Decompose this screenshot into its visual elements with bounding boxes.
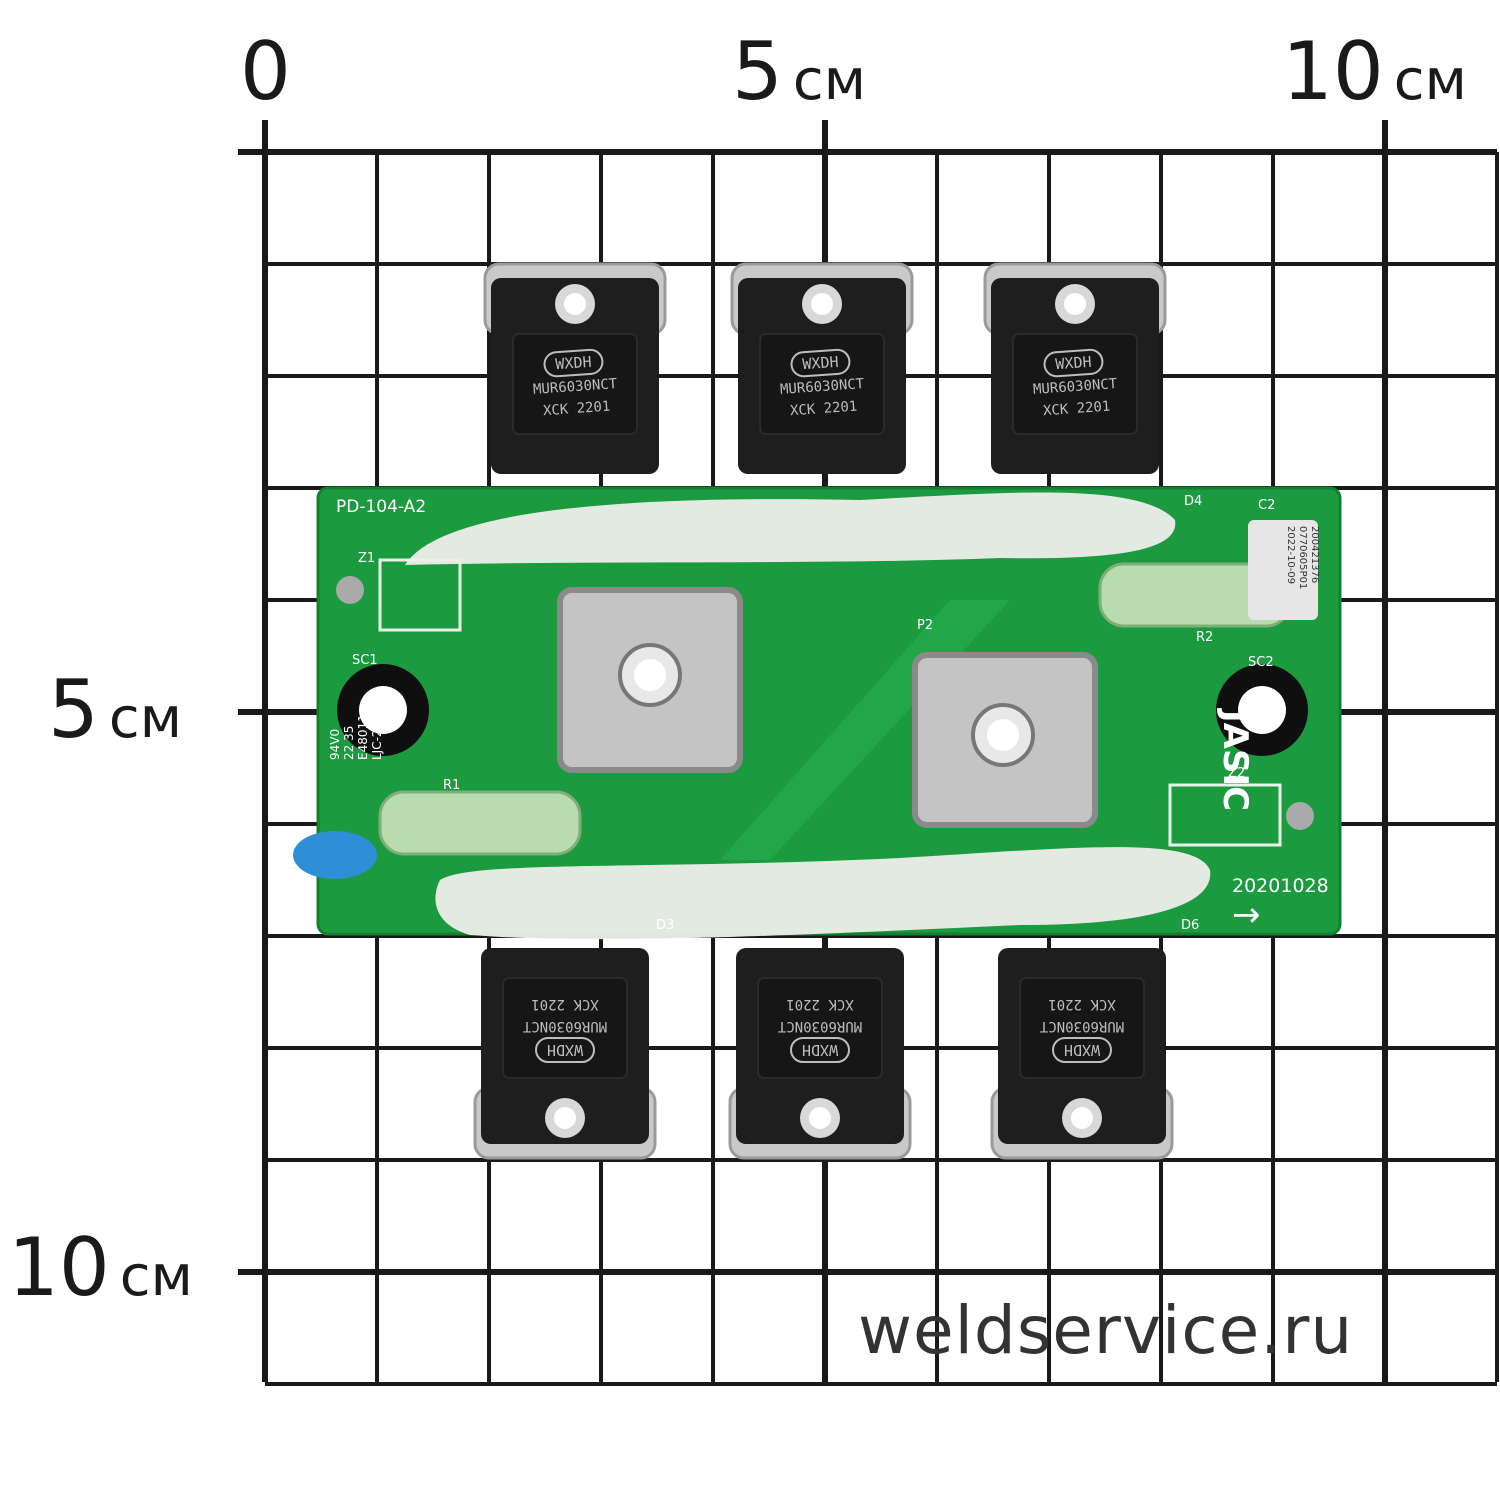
diode-part-number: MUR6030NCT [522, 1018, 608, 1034]
silk-d3: D3 [656, 918, 675, 933]
ruler-top-0: 0 [240, 32, 301, 112]
silk-d6: D6 [1181, 918, 1200, 933]
pcb-board [293, 486, 1342, 940]
ruler-unit: см [1393, 48, 1467, 113]
silk-z1: Z1 [358, 551, 376, 566]
ul-marking: 94V0 22 35 E48011 LJC-2 [328, 714, 384, 760]
diode-label-area [502, 977, 628, 1079]
diode-package [730, 262, 914, 474]
diode-label-area [512, 333, 638, 435]
diodes-bottom-row [473, 948, 1174, 1160]
diode-marking: WXDH MUR6030NCT XCK 2201 [503, 993, 627, 1063]
diode-label-area [1019, 977, 1145, 1079]
silk-sc1: SC1 [352, 653, 378, 668]
silk-d4: D4 [1184, 494, 1203, 509]
sticker-label: 200421376 0770605P01 2022-10-09 [1284, 526, 1320, 589]
brand-logo-text: JASIC [1215, 710, 1255, 812]
diode-hole [554, 1107, 576, 1129]
diode-package [990, 948, 1174, 1160]
ul-line-3: E48011 [356, 714, 370, 760]
diode-marking: WXDH MUR6030NCT XCK 2201 [1020, 993, 1144, 1063]
ruler-unit: см [108, 686, 182, 751]
diode-part-number: MUR6030NCT [777, 1018, 863, 1034]
diode-part-number: MUR6030NCT [1039, 1018, 1125, 1034]
ruler-unit: см [792, 48, 866, 113]
diode-hole [1071, 1107, 1093, 1129]
diode-label-area [757, 977, 883, 1079]
diode-hole [811, 293, 833, 315]
diode-package [728, 948, 912, 1160]
diode-package [483, 262, 667, 474]
diode-brand: WXDH [1051, 1037, 1113, 1063]
sticker-line-1: 200421376 [1309, 526, 1320, 584]
diode-package [983, 262, 1167, 474]
ul-line-1: 94V0 [328, 728, 342, 760]
diode-brand: WXDH [789, 1037, 851, 1063]
diode-hole [1064, 293, 1086, 315]
ruler-number: 0 [240, 25, 291, 118]
ruler-number: 10 [1282, 25, 1384, 118]
diode-hole [564, 293, 586, 315]
silk-c2: C2 [1258, 498, 1276, 513]
ruler-unit: см [119, 1244, 193, 1309]
ruler-number: 10 [8, 1221, 110, 1314]
sticker-line-2: 0770605P01 [1297, 526, 1308, 590]
diode-label-area [1012, 333, 1138, 435]
board-date-code: 20201028 [1232, 875, 1329, 897]
diode-lot-code: XCK 2201 [531, 996, 599, 1012]
silk-r2: R2 [1196, 630, 1214, 645]
diodes-top-row [483, 262, 1167, 474]
diode-lot-code: XCK 2201 [786, 996, 854, 1012]
diode-brand: WXDH [534, 1037, 596, 1063]
ruler-number: 5 [48, 663, 99, 756]
silk-r1: R1 [443, 778, 461, 793]
ul-line-4: LJC-2 [370, 729, 384, 760]
diode-label-area [759, 333, 885, 435]
ul-line-2: 22 35 [342, 725, 356, 760]
silk-sc2: SC2 [1248, 655, 1274, 670]
diode-hole [809, 1107, 831, 1129]
diode-marking: WXDH MUR6030NCT XCK 2201 [758, 993, 882, 1063]
arrow-icon: → [1232, 895, 1261, 935]
sticker-line-3: 2022-10-09 [1285, 526, 1296, 585]
board-model-label: PD-104-A2 [336, 497, 427, 517]
silk-p2: P2 [917, 618, 934, 633]
watermark-text: weldservice.ru [858, 1292, 1354, 1369]
silk-z2: Z2 [1228, 766, 1246, 781]
ruler-number: 5 [732, 25, 783, 118]
diode-package [473, 948, 657, 1160]
diode-lot-code: XCK 2201 [1048, 996, 1116, 1012]
